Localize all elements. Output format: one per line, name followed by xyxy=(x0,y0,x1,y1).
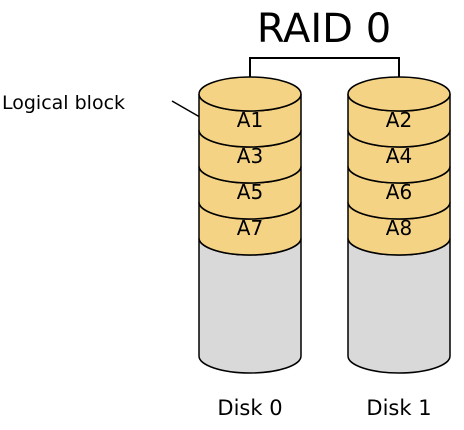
disk-0-top-cap xyxy=(198,76,302,112)
disk-1-block-label: A8 xyxy=(386,216,412,240)
connector-bracket xyxy=(249,57,400,86)
disk-0-label: Disk 0 xyxy=(217,396,282,420)
disk-1-top-cap xyxy=(347,76,451,112)
disk-1-free-space xyxy=(347,237,451,374)
disk-0-block-label: A1 xyxy=(237,108,263,132)
disk-1-block-label: A2 xyxy=(386,108,412,132)
disk-0-block-label: A7 xyxy=(237,216,263,240)
disk-0-block-label: A3 xyxy=(237,144,263,168)
logical-block-label: Logical block xyxy=(2,92,125,114)
disk-1-block-label: A4 xyxy=(386,144,412,168)
diagram-title: RAID 0 xyxy=(257,6,391,52)
disk-1-label: Disk 1 xyxy=(366,396,431,420)
disk-0-block-label: A5 xyxy=(237,180,263,204)
disk-0-free-space xyxy=(198,237,302,374)
disk-1-block-label: A6 xyxy=(386,180,412,204)
